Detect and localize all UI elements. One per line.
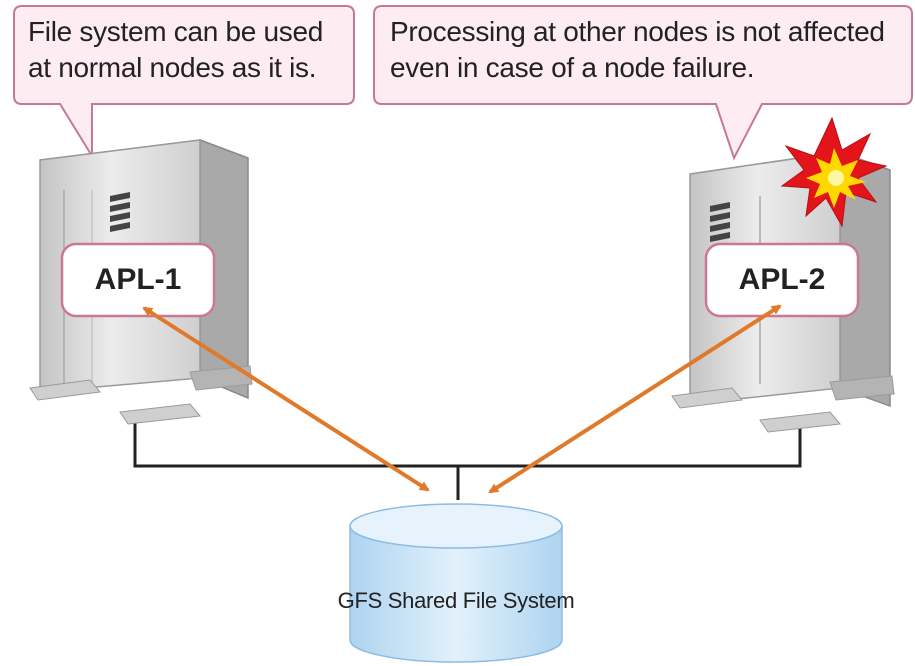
network-line bbox=[133, 422, 802, 500]
left-callout-line2: at normal nodes as it is. bbox=[28, 52, 317, 83]
apl-2-label: APL-2 bbox=[738, 263, 826, 296]
right-callout bbox=[373, 5, 913, 161]
apl-1-box bbox=[60, 242, 216, 318]
arrow-apl2-to-storage bbox=[488, 304, 782, 494]
explosion-icon bbox=[780, 116, 888, 228]
arrow-apl1-to-storage bbox=[142, 306, 430, 492]
storage-label: GFS Shared File System bbox=[337, 588, 575, 613]
right-callout-line2: even in case of a node failure. bbox=[390, 52, 755, 83]
left-callout bbox=[13, 5, 355, 160]
apl-1-label: APL-1 bbox=[94, 263, 182, 296]
right-callout-line1: Processing at other nodes is not affecte… bbox=[390, 16, 885, 47]
access-arrows bbox=[142, 304, 782, 494]
apl-2-box bbox=[704, 242, 860, 318]
database-disk-icon bbox=[349, 503, 563, 663]
left-callout-line1: File system can be used bbox=[28, 16, 324, 47]
